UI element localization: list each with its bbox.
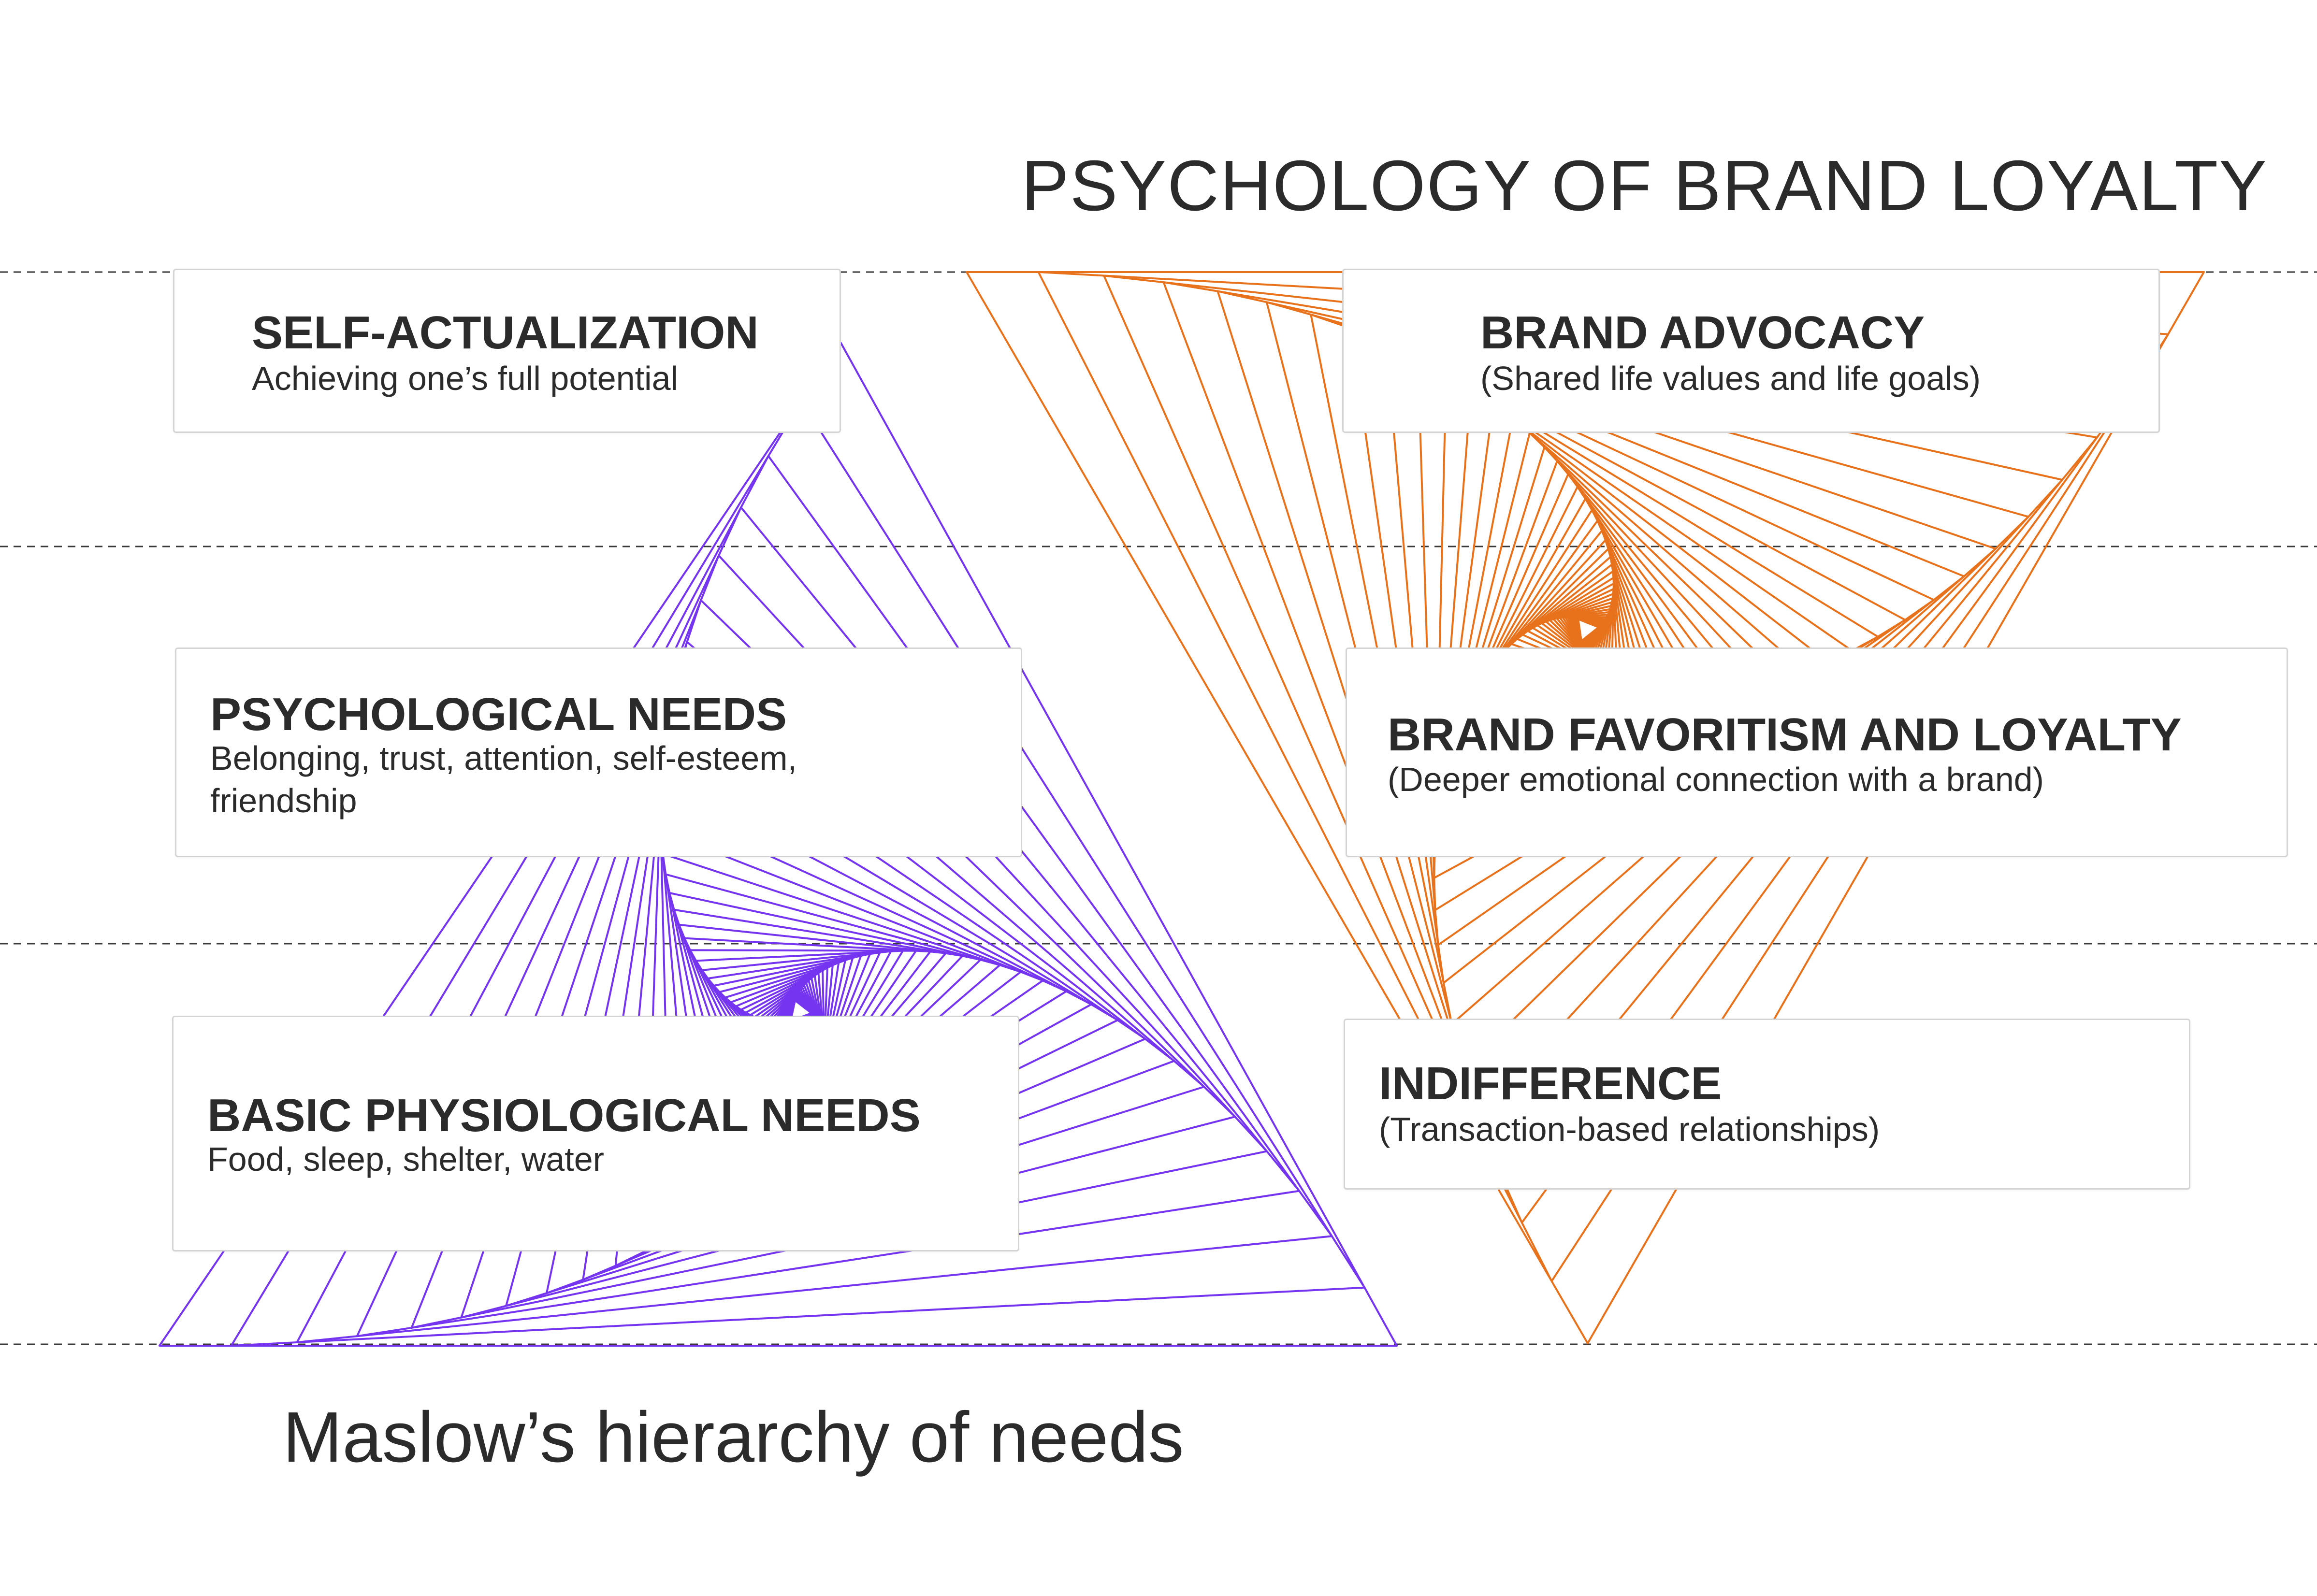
brand-spiral-line-32	[1541, 593, 1614, 672]
brand-spiral-line-37	[1559, 611, 1610, 659]
brand-card-advocacy: BRAND ADVOCACY (Shared life values and l…	[1342, 269, 2160, 433]
maslow-card-psychological-needs: PSYCHOLOGICAL NEEDS Belonging, trust, at…	[175, 647, 1022, 857]
maslow-spiral-line-2	[230, 400, 1366, 1347]
card-title: INDIFFERENCE	[1379, 1058, 1722, 1109]
page-title: PSYCHOLOGY OF BRAND LOYALTY	[1021, 146, 2268, 226]
card-description: (Shared life values and life goals)	[1480, 359, 1981, 397]
card-title: BRAND FAVORITISM AND LOYALTY	[1388, 709, 2182, 761]
card-title: PSYCHOLOGICAL NEEDS	[210, 689, 787, 740]
maslow-card-basic-physiological-needs: BASIC PHYSIOLOGICAL NEEDS Food, sleep, s…	[172, 1016, 1019, 1251]
brand-card-favoritism-loyalty: BRAND FAVORITISM AND LOYALTY (Deeper emo…	[1346, 647, 2288, 857]
brand-spiral-line-35	[1552, 605, 1612, 663]
card-title: BASIC PHYSIOLOGICAL NEEDS	[207, 1090, 921, 1141]
brand-spiral-line-39	[1564, 616, 1608, 654]
maslow-spiral-line-3	[296, 455, 1333, 1343]
card-description: Achieving one’s full potential	[252, 359, 679, 397]
brand-spiral-line-38	[1562, 614, 1609, 656]
card-description: (Transaction-based relationships)	[1379, 1110, 1880, 1148]
brand-spiral-line-46	[1577, 618, 1600, 642]
card-description: Food, sleep, shelter, water	[207, 1140, 604, 1178]
brand-card-indifference: INDIFFERENCE (Transaction-based relation…	[1344, 1019, 2190, 1190]
maslow-subtitle: Maslow’s hierarchy of needs	[283, 1397, 1184, 1477]
maslow-card-self-actualization: SELF-ACTUALIZATION Achieving one’s full …	[173, 269, 841, 433]
card-title: SELF-ACTUALIZATION	[252, 307, 759, 359]
brand-spiral-line-34	[1549, 601, 1613, 666]
brand-spiral-line-33	[1545, 597, 1614, 669]
card-title: BRAND ADVOCACY	[1480, 307, 1925, 359]
brand-spiral-line-36	[1556, 608, 1611, 661]
card-description: Belonging, trust, attention, self-esteem…	[210, 739, 797, 820]
card-description: (Deeper emotional connection with a bran…	[1388, 761, 2044, 798]
